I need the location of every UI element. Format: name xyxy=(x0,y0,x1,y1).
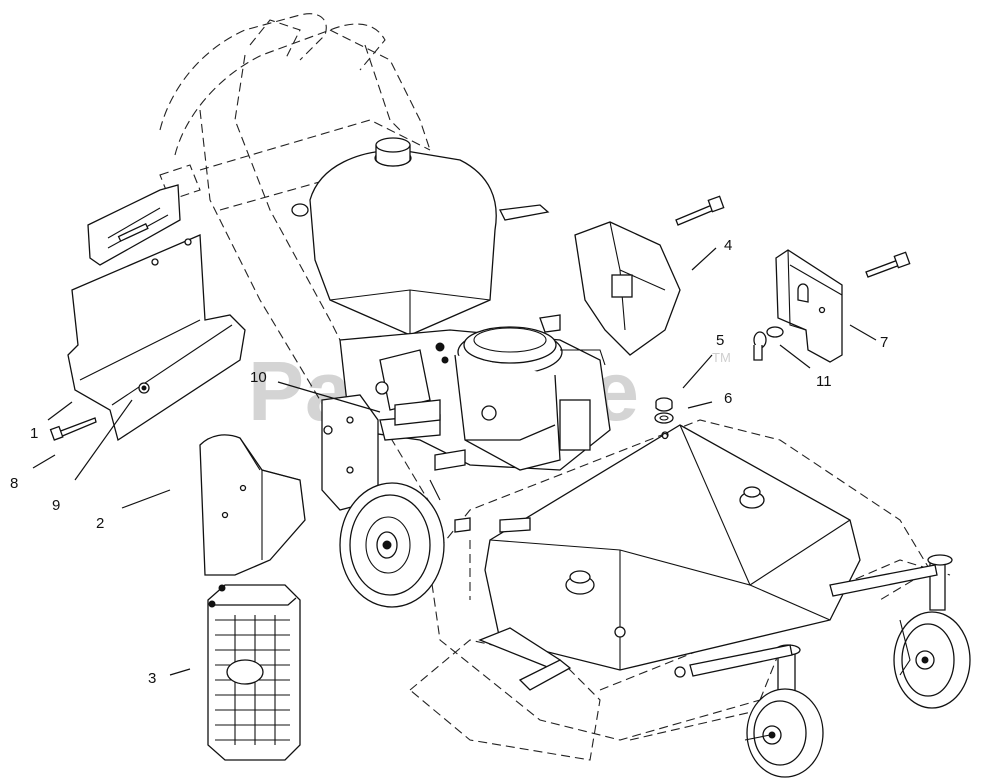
leader-7 xyxy=(849,324,877,341)
callout-7: 7 xyxy=(880,334,888,351)
part-11-washer xyxy=(753,326,784,361)
leader-6 xyxy=(687,401,713,409)
leader-9 xyxy=(74,399,133,481)
leader-3 xyxy=(169,668,191,676)
rear-wheel xyxy=(339,482,445,608)
callout-4: 4 xyxy=(724,237,732,254)
callout-8: 8 xyxy=(10,475,18,492)
callout-9: 9 xyxy=(52,497,60,514)
part-1-upper-bracket xyxy=(87,184,181,266)
part-8-bolt xyxy=(49,417,97,441)
leader-11 xyxy=(779,344,811,369)
part-5-nut xyxy=(655,397,673,412)
callout-5: 5 xyxy=(716,332,724,349)
part-4-side-cover xyxy=(574,221,681,356)
watermark-trademark: TM xyxy=(712,350,731,365)
caster-wheel-right xyxy=(893,554,971,709)
part-1-shield xyxy=(67,234,246,442)
fuel-tank xyxy=(291,137,550,336)
callout-1: 1 xyxy=(30,425,38,442)
leader-10 xyxy=(277,381,381,413)
cover-bolt xyxy=(675,195,725,226)
leader-1 xyxy=(47,401,73,421)
leader-8 xyxy=(32,454,56,469)
leader-5 xyxy=(682,354,713,389)
caster-wheel-left xyxy=(744,644,824,778)
part-2-belt-guard xyxy=(199,434,306,576)
caster-arm-links xyxy=(478,564,938,691)
part-3-muffler xyxy=(207,584,301,761)
leader-4 xyxy=(691,247,717,271)
leader-lines xyxy=(32,247,877,676)
deck-cover xyxy=(484,424,861,678)
callout-2: 2 xyxy=(96,515,104,532)
callout-labels: 1 2 3 4 5 6 7 8 9 10 11 xyxy=(10,237,888,687)
callout-11: 11 xyxy=(816,373,832,390)
callout-10: 10 xyxy=(250,369,267,386)
callout-3: 3 xyxy=(148,670,156,687)
leader-2 xyxy=(121,489,171,509)
part-6-washer xyxy=(654,412,674,440)
mounting-bracket xyxy=(321,394,471,533)
bracket-bolt xyxy=(865,251,911,278)
engine xyxy=(339,314,611,471)
callout-6: 6 xyxy=(724,390,732,407)
part-7-bracket xyxy=(775,249,843,363)
